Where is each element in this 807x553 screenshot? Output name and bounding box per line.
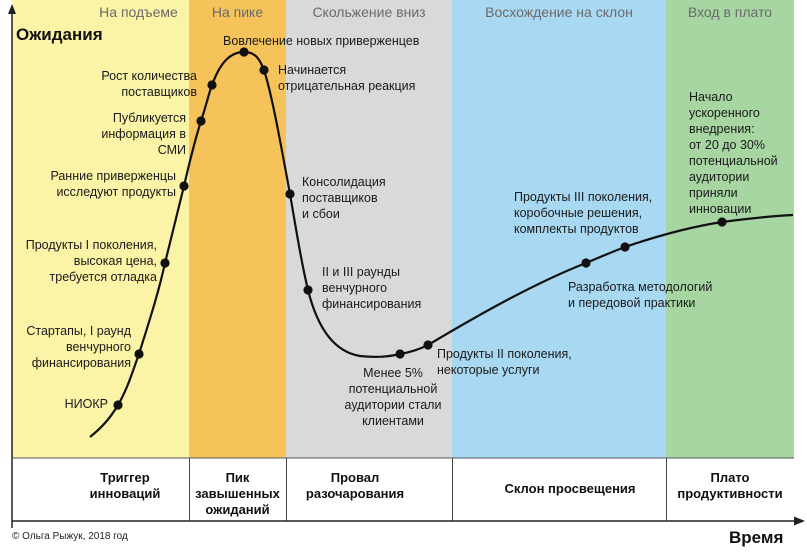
phase-heading-sliding: Скольжение вниз — [312, 4, 426, 20]
event-label-under-5pct: Менее 5% потенциальной аудитории стали к… — [344, 366, 442, 428]
event-marker-consolidation — [285, 189, 295, 199]
event-label-gen3-products: Продукты III поколения, коробочные решен… — [514, 190, 653, 236]
phase-band-sliding — [286, 0, 452, 458]
stage-divider — [452, 458, 453, 521]
phase-heading-climb: Восхождение на склон — [485, 4, 633, 20]
event-marker-vc-rounds — [303, 285, 313, 295]
event-label-vendors-grow: Рост количества поставщиков — [101, 69, 197, 99]
event-label-negative-reaction: Начинается отрицательная реакция — [278, 63, 416, 93]
event-label-early-adopters: Ранние приверженцы исследуют продукты — [50, 169, 176, 199]
event-marker-gen3-products — [620, 242, 630, 252]
event-marker-vendors-grow — [207, 80, 217, 90]
stage-innovation-trigger: Триггер инноваций — [89, 470, 161, 501]
event-marker-gen2-products — [423, 340, 433, 350]
event-label-consolidation: Консолидация поставщиков и сбои — [302, 175, 386, 221]
event-marker-startups — [134, 349, 144, 359]
phase-band-rising — [12, 0, 189, 458]
event-marker-media — [196, 116, 206, 126]
event-label-new-adopters: Вовлечение новых приверженцев — [223, 34, 420, 48]
event-marker-under-5pct — [395, 349, 405, 359]
stage-divider — [286, 458, 287, 521]
x-axis-title: Время — [729, 528, 784, 547]
copyright: © Ольга Рыжук, 2018 год — [12, 531, 128, 542]
event-label-gen2-products: Продукты II поколения, некоторые услуги — [437, 347, 572, 377]
event-label-media: Публикуется информация в СМИ — [101, 111, 186, 157]
event-marker-methodologies — [581, 258, 591, 268]
event-label-methodologies: Разработка методологий и передовой практ… — [568, 280, 713, 310]
event-label-adoption: Начало ускоренного внедрения: от 20 до 3… — [689, 90, 778, 216]
phase-band-peak — [189, 0, 286, 458]
event-marker-gen1-products — [160, 258, 170, 268]
x-axis-arrow — [794, 516, 805, 526]
stage-trough-disillusionment: Провал разочарования — [305, 470, 405, 501]
event-marker-negative-reaction — [259, 65, 269, 75]
phase-band-climb — [452, 0, 666, 458]
event-marker-adoption — [717, 217, 727, 227]
stage-divider — [189, 458, 190, 521]
event-label-startups: Стартапы, I раунд венчурного финансирова… — [26, 324, 131, 370]
stage-divider — [666, 458, 667, 521]
y-axis-title: Ожидания — [16, 25, 103, 44]
event-marker-new-adopters — [239, 47, 249, 57]
stage-peak-expectations: Пик завышенных ожиданий — [195, 470, 280, 517]
stage-slope-enlightenment: Склон просвещения — [504, 481, 636, 496]
phase-heading-rising: На подъеме — [99, 4, 178, 20]
event-marker-niokr — [113, 400, 123, 410]
y-axis-arrow — [8, 4, 16, 14]
event-label-vc-rounds: II и III раунды венчурного финансировани… — [322, 265, 422, 311]
event-label-gen1-products: Продукты I поколения, высокая цена, треб… — [25, 238, 157, 284]
phase-heading-peak: На пике — [211, 4, 264, 20]
stage-plateau-productivity: Плато продуктивности — [677, 470, 783, 501]
event-label-niokr: НИОКР — [64, 397, 108, 411]
phase-heading-plateau: Вход в плато — [687, 4, 773, 20]
event-marker-early-adopters — [179, 181, 189, 191]
